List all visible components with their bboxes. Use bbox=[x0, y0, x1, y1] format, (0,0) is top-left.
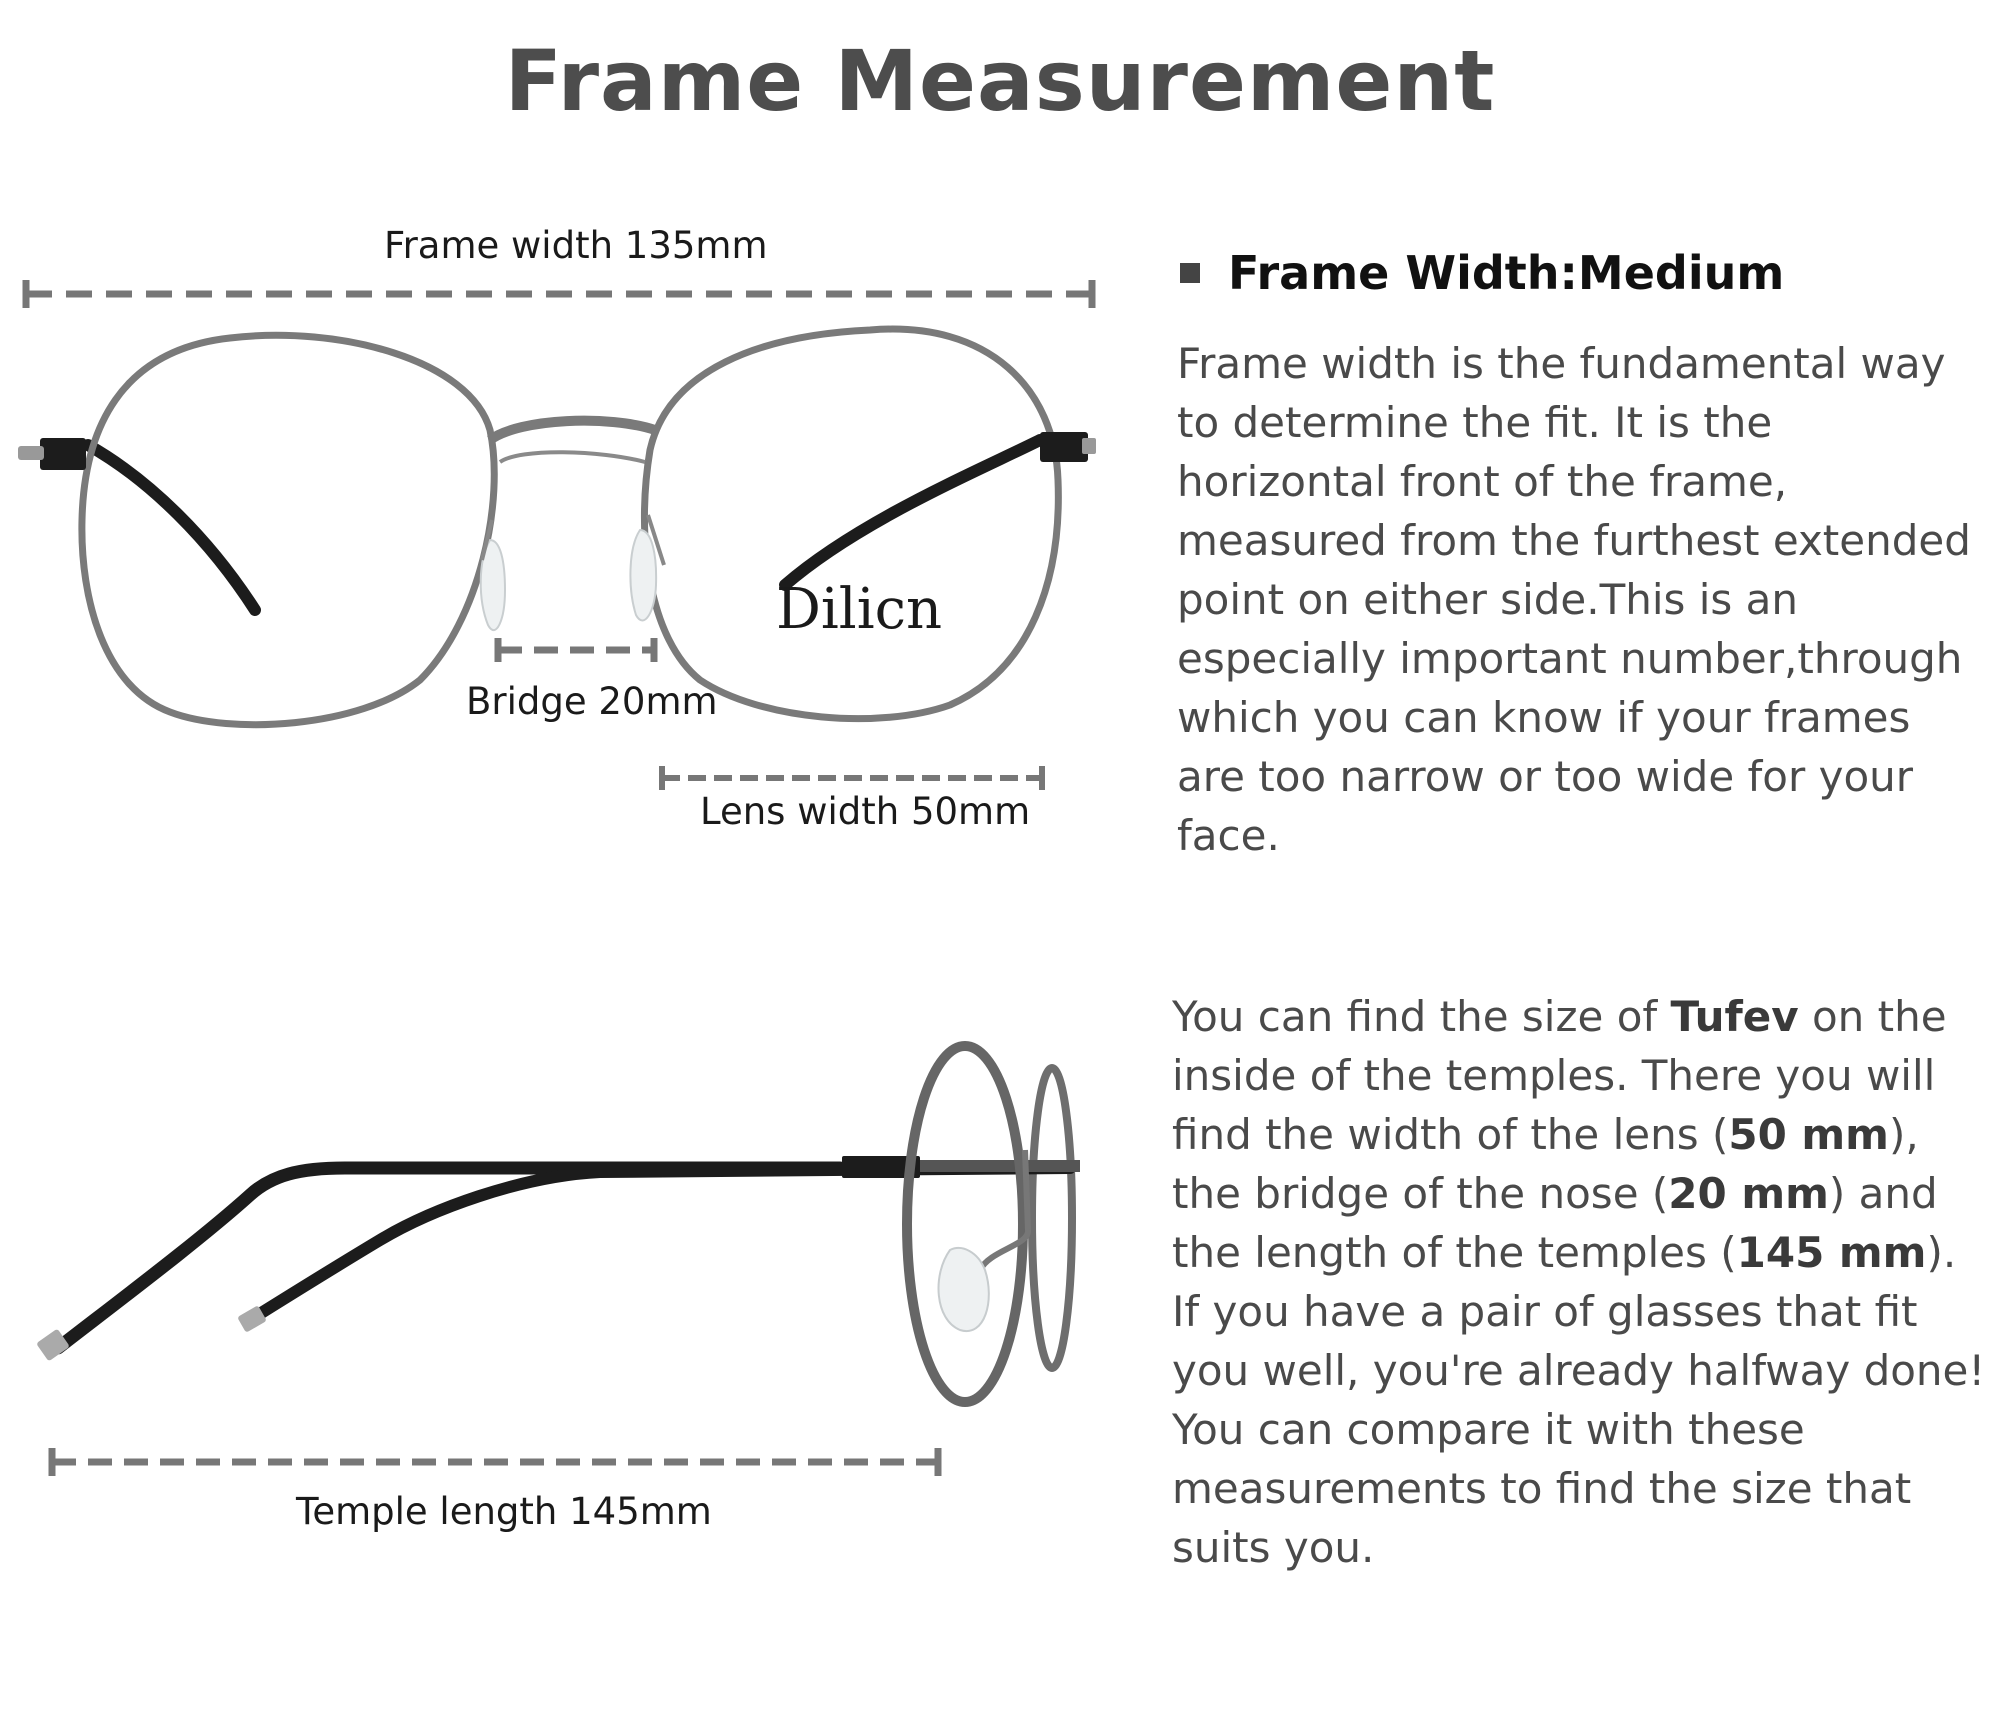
right-nose-pad bbox=[629, 528, 658, 622]
bridge-dimension-line bbox=[494, 638, 658, 662]
page-title: Frame Measurement bbox=[504, 32, 1496, 130]
size-info-paragraph: You can find the size of Tufev on the in… bbox=[1172, 992, 1986, 1572]
left-hinge bbox=[40, 438, 86, 470]
front-view-glasses bbox=[18, 325, 1096, 729]
temple-length-dimension-line bbox=[48, 1448, 942, 1476]
right-temple-arm bbox=[779, 434, 1046, 591]
far-temple-arm bbox=[252, 1162, 1076, 1321]
left-temple-arm bbox=[82, 439, 261, 616]
temple-length-label: Temple length 145mm bbox=[296, 1490, 712, 1533]
frame-width-heading: Frame Width:Medium bbox=[1180, 246, 1784, 300]
lens-size-value: 50 mm bbox=[1728, 1110, 1889, 1159]
right-hinge bbox=[1040, 432, 1088, 462]
lens-width-label: Lens width 50mm bbox=[700, 790, 1031, 833]
side-nose-pad bbox=[937, 1247, 990, 1333]
brand-logo: Dilicn bbox=[776, 577, 942, 642]
left-nose-pad bbox=[479, 538, 507, 632]
side-temple-tip bbox=[37, 1329, 69, 1361]
temple-size-value: 145 mm bbox=[1736, 1228, 1927, 1277]
lens-width-dimension-line bbox=[659, 766, 1045, 790]
bridge-label: Bridge 20mm bbox=[466, 680, 718, 723]
heading-text: Frame Width:Medium bbox=[1228, 246, 1785, 300]
near-lens-rim bbox=[902, 1041, 1028, 1407]
frame-width-label: Frame width 135mm bbox=[384, 224, 768, 267]
frame-width-dimension-line bbox=[22, 280, 1096, 308]
right-lens-rim bbox=[640, 325, 1062, 723]
far-lens-rim bbox=[1028, 1064, 1076, 1372]
side-hinge bbox=[842, 1156, 920, 1178]
brand-name: Tufev bbox=[1670, 992, 1799, 1041]
side-temple-arm bbox=[51, 1161, 847, 1355]
side-view-glasses bbox=[37, 1041, 1080, 1407]
square-bullet-icon bbox=[1180, 263, 1200, 283]
bridge-size-value: 20 mm bbox=[1668, 1169, 1829, 1218]
left-lens-rim bbox=[78, 331, 498, 729]
bridge-bar bbox=[487, 415, 657, 445]
frame-width-description: Frame width is the fundamental way to de… bbox=[1177, 339, 1971, 860]
